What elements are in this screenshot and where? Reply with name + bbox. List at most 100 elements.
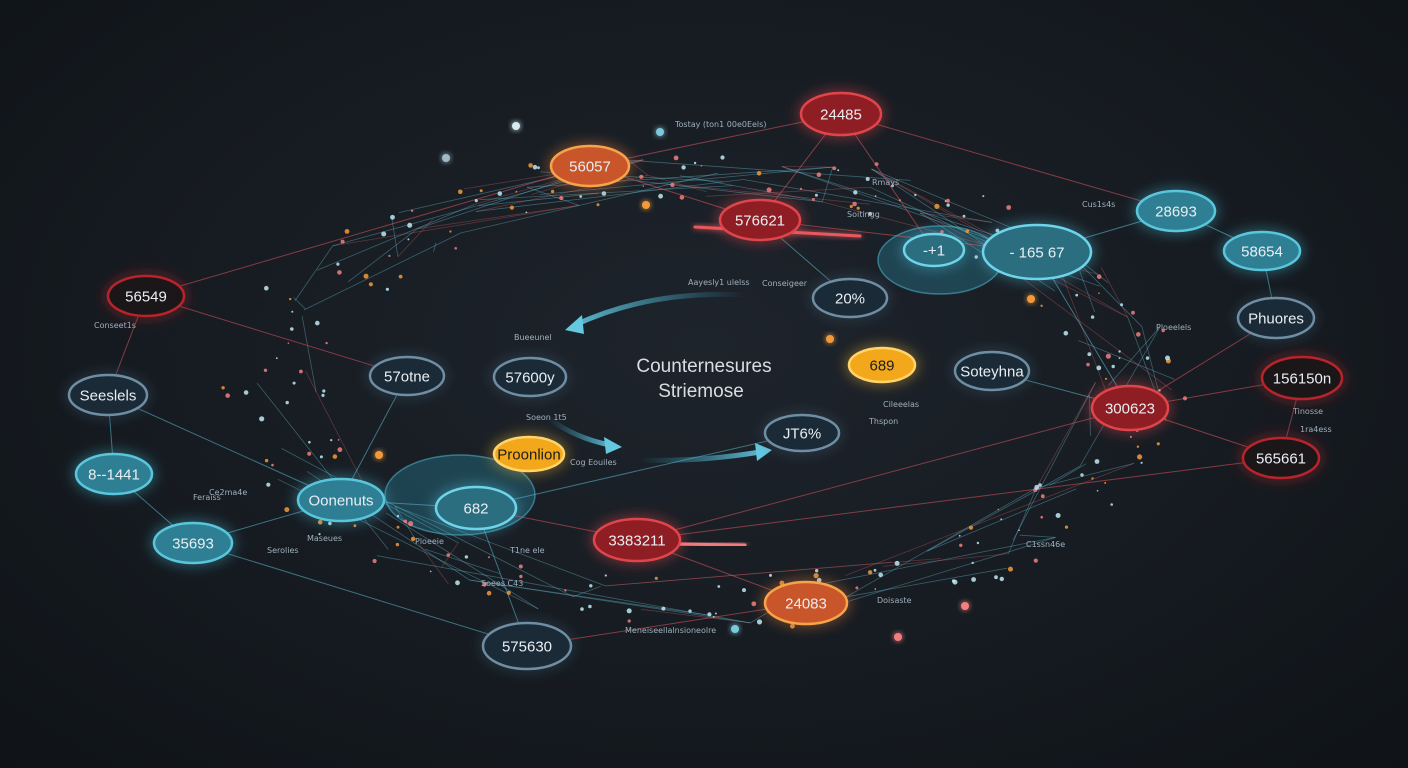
particle-dot bbox=[965, 229, 970, 233]
minor-node bbox=[512, 122, 520, 130]
node-n26[interactable]: 575630 bbox=[479, 619, 575, 673]
node-body bbox=[1236, 296, 1316, 340]
particle-dot bbox=[337, 447, 343, 453]
annotation-label: Meneiseellalnsioneolre bbox=[625, 626, 716, 635]
node-body bbox=[1135, 189, 1217, 233]
mesh-strand bbox=[1100, 267, 1129, 318]
particle-dot bbox=[287, 342, 290, 344]
edge-n15-n22 bbox=[145, 295, 408, 377]
particle-dot bbox=[509, 205, 514, 210]
node-body bbox=[718, 198, 802, 242]
node-n24[interactable]: 3383211 bbox=[590, 515, 684, 565]
particle-dot bbox=[766, 187, 772, 193]
node-n05[interactable]: - 165 67 bbox=[979, 221, 1095, 283]
annotation-label: Conseigeer bbox=[762, 279, 808, 288]
particle-dot bbox=[285, 400, 289, 405]
mesh-strand bbox=[1035, 382, 1096, 489]
node-n25[interactable]: 24083 bbox=[761, 578, 851, 628]
particle-dot bbox=[410, 209, 414, 212]
node-n27[interactable]: -+1 bbox=[900, 230, 968, 270]
particle-dot bbox=[874, 195, 877, 197]
node-label: 689 bbox=[869, 358, 894, 375]
particle-dot bbox=[1038, 483, 1042, 487]
node-n01[interactable]: 24485 bbox=[797, 89, 885, 139]
mesh-strand bbox=[397, 218, 434, 257]
particle-dot bbox=[769, 573, 772, 577]
particle-dot bbox=[407, 222, 413, 228]
edge-n09-n24 bbox=[636, 407, 1131, 541]
node-n04[interactable]: 28693 bbox=[1133, 187, 1219, 235]
edge-n15-n02 bbox=[145, 165, 591, 297]
node-n16[interactable]: Seeslels bbox=[65, 371, 151, 419]
mesh-strand bbox=[386, 512, 539, 610]
node-label: 576621 bbox=[735, 213, 785, 230]
node-label: 682 bbox=[463, 501, 488, 518]
particle-dot bbox=[330, 439, 333, 442]
node-n02[interactable]: 56057 bbox=[547, 142, 633, 190]
node-n11[interactable]: 20% bbox=[809, 275, 891, 321]
node-n21[interactable]: Proonlion bbox=[490, 433, 568, 475]
particle-dot bbox=[815, 569, 819, 573]
particle-dot bbox=[894, 560, 900, 566]
particle-dot bbox=[325, 341, 328, 345]
particle-dot bbox=[658, 193, 663, 199]
mesh-strand bbox=[367, 491, 574, 598]
particle-dot bbox=[756, 619, 763, 625]
node-n03[interactable]: 576621 bbox=[716, 196, 804, 244]
node-n14[interactable]: JT6% bbox=[761, 411, 843, 455]
particle-dot bbox=[1096, 365, 1102, 371]
particle-dot bbox=[1118, 357, 1121, 359]
particle-dot bbox=[243, 390, 249, 395]
particle-dot bbox=[1063, 330, 1069, 336]
particle-dot bbox=[604, 574, 607, 577]
particle-dot bbox=[946, 203, 950, 207]
particle-dot bbox=[589, 584, 593, 588]
annotation-label: Aayesly1 ulelss bbox=[688, 278, 750, 287]
node-body bbox=[152, 521, 234, 565]
node-n13[interactable]: 689 bbox=[845, 344, 919, 386]
particle-dot bbox=[474, 199, 478, 203]
node-n06[interactable]: 58654 bbox=[1220, 228, 1304, 274]
mesh-strand bbox=[301, 316, 317, 393]
node-n10[interactable]: 565661 bbox=[1239, 434, 1323, 482]
node-n12[interactable]: Soteyhna bbox=[951, 348, 1033, 394]
node-n17[interactable]: 8--1441 bbox=[72, 450, 156, 498]
node-n09[interactable]: 300623 bbox=[1088, 382, 1172, 434]
particle-dot bbox=[340, 239, 345, 244]
node-n20[interactable]: 682 bbox=[432, 483, 520, 533]
minor-node bbox=[642, 201, 650, 209]
mesh-strand bbox=[1036, 463, 1134, 489]
node-n22[interactable]: 57otne bbox=[366, 353, 448, 399]
mesh-strand bbox=[256, 382, 389, 550]
particle-dot bbox=[1104, 377, 1108, 380]
particle-dot bbox=[332, 454, 338, 459]
node-body bbox=[492, 356, 568, 398]
flow-arrow-lower-left-head bbox=[604, 437, 622, 454]
particle-dot bbox=[464, 555, 469, 559]
node-n18[interactable]: 35693 bbox=[150, 519, 236, 567]
particle-dot bbox=[319, 455, 323, 459]
node-body bbox=[296, 477, 386, 523]
node-label: Oonenuts bbox=[308, 493, 373, 510]
mesh-strand bbox=[1049, 463, 1087, 486]
particle-dot bbox=[811, 198, 815, 201]
particle-dot bbox=[337, 439, 340, 441]
particle-dot bbox=[289, 297, 292, 301]
particle-dot bbox=[579, 195, 583, 198]
node-body bbox=[74, 452, 154, 496]
node-n15[interactable]: 56549 bbox=[104, 272, 188, 320]
node-n19[interactable]: Oonenuts bbox=[294, 475, 388, 525]
particle-dot bbox=[398, 274, 403, 279]
node-label: Proonlion bbox=[497, 447, 560, 464]
particle-dot bbox=[385, 287, 389, 291]
minor-node bbox=[826, 335, 834, 343]
node-n23[interactable]: 57600y bbox=[490, 354, 570, 400]
node-n07[interactable]: Phuores bbox=[1234, 294, 1318, 342]
particle-dot bbox=[1091, 477, 1094, 480]
particle-dot bbox=[639, 174, 644, 179]
particle-dot bbox=[994, 575, 998, 580]
particle-dot bbox=[390, 214, 395, 220]
mesh-strand bbox=[475, 179, 744, 212]
node-n08[interactable]: 156150n bbox=[1258, 353, 1346, 403]
annotation-label: Feraiss bbox=[193, 493, 221, 502]
